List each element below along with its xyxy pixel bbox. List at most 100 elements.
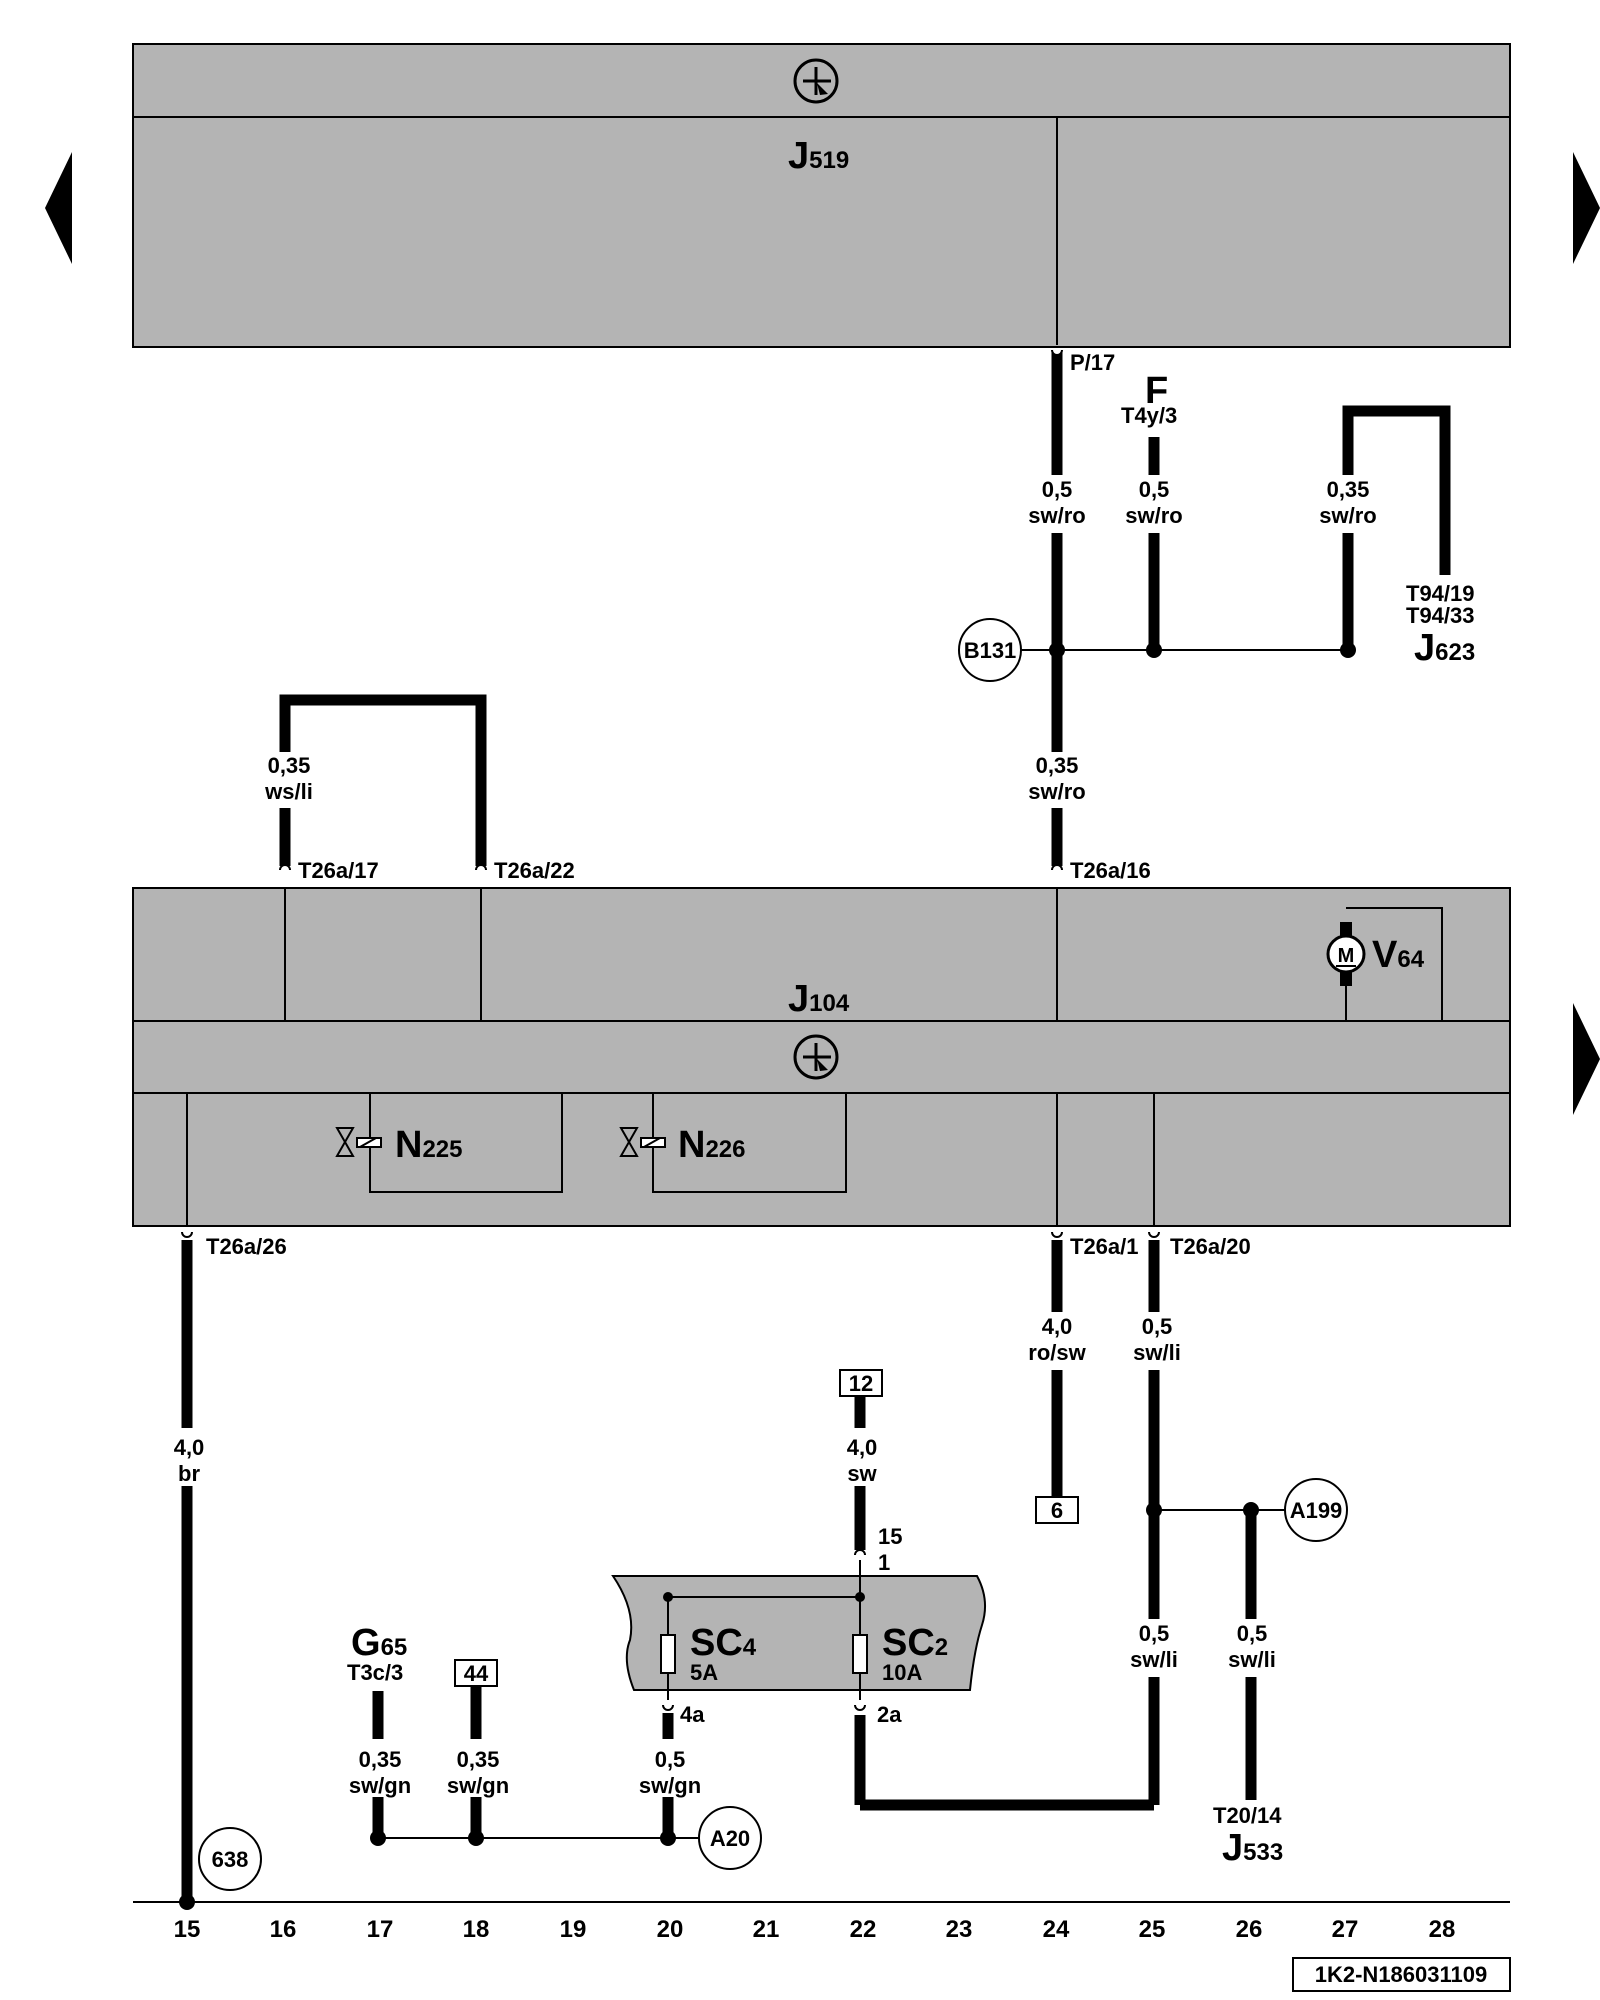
svg-text:4,0: 4,0 xyxy=(847,1435,878,1460)
document-id: 1K2-N186031109 xyxy=(1292,1957,1511,1992)
connection-a20: A20 xyxy=(698,1806,762,1870)
svg-text:0,35: 0,35 xyxy=(457,1747,500,1772)
pin-label: T94/19 xyxy=(1406,581,1475,606)
column-number: 25 xyxy=(1139,1916,1166,1943)
column-number: 16 xyxy=(270,1916,297,1943)
valve-n225: N225 xyxy=(335,1124,463,1166)
svg-text:0,35: 0,35 xyxy=(359,1747,402,1772)
control-unit-j519: J519 xyxy=(132,43,1511,348)
svg-text:sw/ro: sw/ro xyxy=(1319,503,1376,528)
page-previous-arrow-icon[interactable] xyxy=(45,152,72,264)
svg-text:T20/14: T20/14 xyxy=(1213,1803,1282,1828)
pin-label: T26a/16 xyxy=(1070,858,1151,883)
svg-text:ro/sw: ro/sw xyxy=(1028,1340,1086,1365)
wire-label: 0,35 sw/gn xyxy=(349,1747,411,1798)
reference-box-6[interactable]: 6 xyxy=(1035,1496,1079,1524)
g65-label: G65 T3c/3 xyxy=(347,1622,407,1685)
column-number: 20 xyxy=(657,1916,684,1943)
wire-label: 0,5 sw/ro xyxy=(1125,477,1182,528)
column-number: 23 xyxy=(946,1916,973,1943)
column-number: 18 xyxy=(463,1916,490,1943)
v64-label: V64 xyxy=(1372,934,1425,976)
pin-label: T26a/1 xyxy=(1070,1234,1139,1259)
fuse-icon xyxy=(660,1634,676,1674)
f-label: F xyxy=(1145,370,1168,412)
svg-text:sw: sw xyxy=(847,1461,877,1486)
pin-label: T26a/17 xyxy=(298,858,379,883)
column-number: 28 xyxy=(1429,1916,1456,1943)
svg-text:sw/ro: sw/ro xyxy=(1125,503,1182,528)
page-continue-arrow-icon[interactable] xyxy=(1573,1003,1600,1115)
column-number: 15 xyxy=(174,1916,201,1943)
svg-text:sw/ro: sw/ro xyxy=(1028,779,1085,804)
reference-box-12[interactable]: 12 xyxy=(839,1369,883,1397)
wire-label: 0,35 sw/gn xyxy=(447,1747,509,1798)
wire-label: 0,5 sw/ro xyxy=(1028,477,1085,528)
svg-text:4,0: 4,0 xyxy=(1042,1314,1073,1339)
control-unit-j104: J104 xyxy=(132,887,1511,1227)
j519-label: J519 xyxy=(788,135,849,177)
pin-label: 15 xyxy=(878,1524,902,1549)
svg-text:A20: A20 xyxy=(710,1826,750,1851)
pin-label: 4a xyxy=(680,1702,705,1727)
svg-text:J533: J533 xyxy=(1222,1827,1283,1869)
svg-text:0,5: 0,5 xyxy=(1237,1621,1268,1646)
sc4-label: SC4 xyxy=(690,1622,757,1664)
pin-label: 1 xyxy=(878,1550,890,1575)
svg-text:44: 44 xyxy=(464,1661,489,1686)
column-number: 17 xyxy=(367,1916,394,1943)
svg-text:T3c/3: T3c/3 xyxy=(347,1660,403,1685)
svg-text:sw/li: sw/li xyxy=(1228,1647,1276,1672)
svg-text:B131: B131 xyxy=(964,638,1017,663)
electronic-control-icon xyxy=(793,1034,839,1080)
wire-label: 0,5 sw/li xyxy=(1228,1621,1276,1672)
svg-text:G65: G65 xyxy=(351,1622,407,1664)
pin-label: 2a xyxy=(877,1702,902,1727)
svg-text:4,0: 4,0 xyxy=(174,1435,205,1460)
connection-a199: A199 xyxy=(1284,1478,1348,1542)
svg-text:0,35: 0,35 xyxy=(1036,753,1079,778)
svg-text:1K2-N186031109: 1K2-N186031109 xyxy=(1315,1962,1487,1987)
svg-text:12: 12 xyxy=(849,1371,873,1396)
motor-icon: M xyxy=(1326,934,1366,974)
svg-text:0,5: 0,5 xyxy=(1139,1621,1170,1646)
svg-text:0,5: 0,5 xyxy=(1139,477,1170,502)
column-number: 19 xyxy=(560,1916,587,1943)
column-number: 22 xyxy=(850,1916,877,1943)
wire-label: 0,35 ws/li xyxy=(264,753,313,804)
pin-label: P/17 xyxy=(1070,350,1115,375)
wire-label: 0,5 sw/li xyxy=(1130,1621,1178,1672)
n226-label: N226 xyxy=(678,1124,746,1166)
pin-label: T26a/22 xyxy=(494,858,575,883)
svg-text:0,5: 0,5 xyxy=(655,1747,686,1772)
sc4-rating: 5A xyxy=(690,1660,718,1685)
lower-wiring xyxy=(133,1240,1510,1903)
wire-label: 0,5 sw/gn xyxy=(639,1747,701,1798)
column-number: 21 xyxy=(753,1916,780,1943)
wire-label: 4,0 br xyxy=(174,1435,205,1486)
ws-li-loop xyxy=(279,694,487,866)
fuse-icon xyxy=(852,1634,868,1674)
svg-text:6: 6 xyxy=(1051,1498,1063,1523)
svg-text:sw/li: sw/li xyxy=(1133,1340,1181,1365)
svg-text:sw/gn: sw/gn xyxy=(349,1773,411,1798)
pin-label: T26a/20 xyxy=(1170,1234,1251,1259)
solenoid-valve-icon xyxy=(619,1127,666,1157)
svg-text:M: M xyxy=(1338,945,1355,967)
pin-label: T94/33 xyxy=(1406,603,1475,628)
svg-text:ws/li: ws/li xyxy=(264,779,313,804)
j623-label: J623 xyxy=(1414,627,1475,669)
reference-box-44[interactable]: 44 xyxy=(454,1659,498,1687)
j104-label: J104 xyxy=(788,978,850,1020)
svg-text:sw/li: sw/li xyxy=(1130,1647,1178,1672)
motor-v64: M V64 xyxy=(1326,907,1443,1021)
page-next-arrow-icon[interactable] xyxy=(1573,152,1600,264)
pin-label: T4y/3 xyxy=(1121,403,1177,428)
ground-point-638: 638 xyxy=(198,1827,262,1891)
svg-text:0,35: 0,35 xyxy=(1327,477,1370,502)
svg-text:0,5: 0,5 xyxy=(1042,477,1073,502)
svg-text:A199: A199 xyxy=(1290,1498,1343,1523)
n225-label: N225 xyxy=(395,1124,463,1166)
column-numbers: 15 16 17 18 19 20 21 22 23 24 25 26 27 2… xyxy=(174,1916,1456,1943)
